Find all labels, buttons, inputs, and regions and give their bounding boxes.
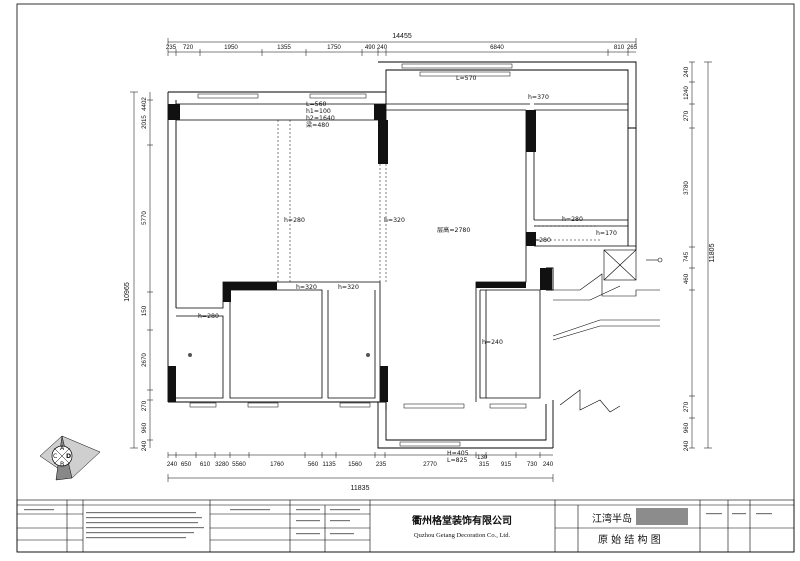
dim-label: 150 — [141, 305, 148, 316]
project-name: 江湾半岛 — [592, 512, 632, 525]
dim-label: 1560 — [348, 461, 362, 468]
bottom-dimension-labels: 240 650 610 3280 5560 1760 560 1135 1560… — [167, 461, 554, 468]
beam-note-line: L=560 — [306, 101, 327, 108]
height-door-2: h=320 — [338, 284, 359, 291]
beam-note-line: 梁=480 — [306, 121, 329, 129]
beam-note-line: h1=100 — [306, 108, 331, 115]
overall-width-bottom: 11835 — [351, 485, 370, 492]
floor-height: 层高=2780 — [437, 226, 470, 234]
dim-label: 240 — [167, 461, 178, 468]
height-living-left: h=280 — [284, 217, 305, 224]
dim-label: 650 — [181, 461, 192, 468]
overall-width-top: 14455 — [392, 33, 412, 40]
dim-label: 5770 — [141, 211, 148, 225]
dim-label: 2770 — [423, 461, 437, 468]
interior-walls — [176, 103, 636, 402]
dim-label: 1750 — [327, 44, 341, 51]
height-living-mid: h=320 — [384, 217, 405, 224]
drawing-frame — [16, 3, 795, 553]
right-dimension-labels: 240 1240 270 3780 745 460 270 960 240 — [683, 66, 690, 451]
left-dimension-labels: 4402 2015 5770 150 2670 270 960 240 — [141, 97, 148, 452]
dim-label: 240 — [683, 440, 690, 451]
company-name-cn: 衢州格堂装饰有限公司 — [412, 514, 512, 527]
height-door-1: h=320 — [296, 284, 317, 291]
dim-label: 610 — [200, 461, 211, 468]
overall-height-left: 10965 — [124, 282, 131, 302]
dim-label: 745 — [683, 251, 690, 262]
dim-label: 460 — [683, 273, 690, 284]
dim-label: 6840 — [490, 44, 504, 51]
compass-symbol: A B C D — [39, 435, 101, 481]
dim-label: 720 — [183, 44, 194, 51]
dim-label: 2670 — [141, 353, 148, 367]
beam-note-top: L=560 h1=100 h2=1640 梁=480 — [306, 101, 335, 129]
dim-label: 3780 — [683, 181, 690, 195]
windows — [189, 63, 527, 447]
drawing-name: 原 始 结 构 图 — [598, 533, 661, 546]
redacted-block — [636, 508, 688, 525]
beam-length-top-right: L=570 — [456, 75, 477, 82]
bottom-note-l: L=825 — [447, 457, 468, 464]
dim-label: 810 — [614, 44, 625, 51]
height-top-right: h=370 — [528, 94, 549, 101]
right-dimension-line — [689, 61, 712, 449]
dim-label: 1135 — [322, 461, 336, 468]
dim-label: 560 — [308, 461, 319, 468]
company-name-en: Quzhou Getang Decoration Co., Ltd. — [414, 532, 511, 539]
left-dimension-line — [130, 91, 153, 449]
dim-label: 1355 — [277, 44, 291, 51]
compass-c: C — [53, 453, 57, 460]
bottom-note-h: H=405 — [447, 450, 469, 457]
top-dimension-labels: 235 720 1950 1355 1750 490 240 6840 810 … — [166, 44, 638, 51]
compass-a: A — [60, 445, 65, 452]
top-dimension-line — [167, 38, 637, 56]
dim-label: 235 — [166, 44, 177, 51]
dim-label: 2015 — [141, 115, 148, 129]
dim-label: 270 — [141, 400, 148, 411]
height-right-280a: h=280 — [562, 216, 583, 223]
height-right-280b: h=280 — [530, 237, 551, 244]
outer-walls — [167, 61, 637, 449]
compass-b: B — [60, 461, 64, 468]
dim-label: 960 — [683, 422, 690, 433]
exterior-ledge — [552, 249, 663, 413]
dim-label: 1760 — [270, 461, 284, 468]
dim-label: 1950 — [224, 44, 238, 51]
dim-label: 5560 — [232, 461, 246, 468]
dim-label: 240 — [141, 440, 148, 451]
dim-label: 240 — [377, 44, 388, 51]
dim-label: 1240 — [683, 86, 690, 100]
beam-dashed-lines — [277, 120, 600, 282]
height-bath: h=280 — [198, 313, 219, 320]
dim-label: 730 — [527, 461, 538, 468]
bottom-dimension-line — [167, 452, 554, 482]
dim-label: 315 — [479, 461, 490, 468]
title-block — [16, 499, 795, 553]
height-170: h=170 — [596, 230, 617, 237]
dim-label: 265 — [627, 44, 638, 51]
dim-label: 270 — [683, 110, 690, 121]
dim-label: 960 — [141, 422, 148, 433]
height-240: h=240 — [482, 339, 503, 346]
dim-label: 235 — [376, 461, 387, 468]
dim-label: 490 — [365, 44, 376, 51]
title-block-fine-print — [24, 509, 772, 539]
overall-height-right: 11805 — [709, 243, 716, 262]
bottom-note-130: 130 — [477, 454, 488, 461]
dim-label: 240 — [683, 66, 690, 77]
beam-note-line: h2=1640 — [306, 115, 335, 122]
dim-label: 4402 — [141, 97, 148, 111]
floor-drains — [188, 353, 370, 357]
structural-columns — [168, 104, 552, 402]
dim-label: 915 — [501, 461, 512, 468]
dim-label: 3280 — [215, 461, 229, 468]
compass-d: D — [66, 453, 71, 460]
dim-label: 270 — [683, 401, 690, 412]
dim-label: 240 — [543, 461, 554, 468]
